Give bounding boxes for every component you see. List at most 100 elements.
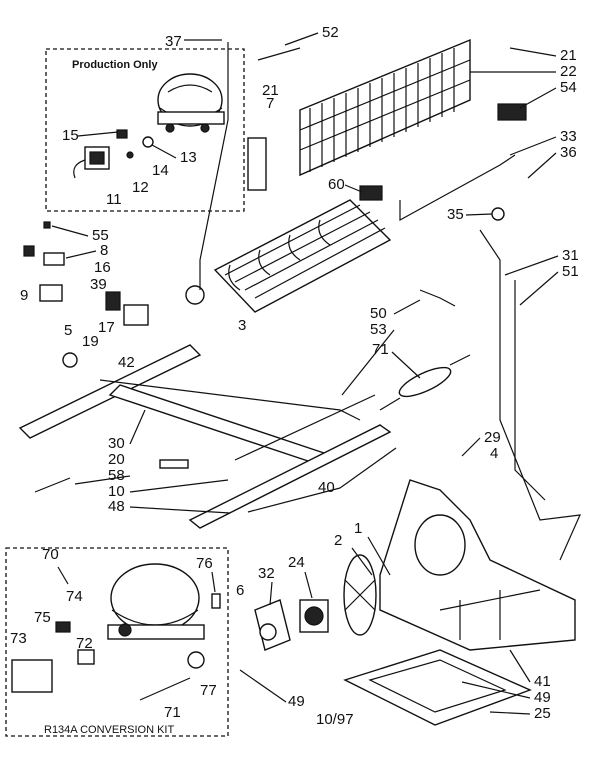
callout-41: 41 xyxy=(534,673,551,690)
callout-31: 31 xyxy=(562,247,579,264)
callout-42: 42 xyxy=(118,354,135,371)
callout-39: 39 xyxy=(90,276,107,293)
callout-8: 8 xyxy=(100,242,108,259)
callout-60: 60 xyxy=(328,176,345,193)
machine-bracket xyxy=(379,479,576,651)
callout-14: 14 xyxy=(152,162,169,179)
part-9 xyxy=(23,245,35,257)
callout-29: 29 xyxy=(484,429,501,446)
callout-48: 48 xyxy=(108,498,125,515)
leader-lines xyxy=(51,32,559,715)
callout-58: 58 xyxy=(108,467,125,484)
callout-36: 36 xyxy=(560,144,577,161)
compressor-production xyxy=(157,73,225,133)
part-20-clip xyxy=(159,459,189,469)
callout-21a: 21 xyxy=(560,47,577,64)
callout-73: 73 xyxy=(10,630,27,647)
callout-76: 76 xyxy=(196,555,213,572)
callout-40: 40 xyxy=(318,479,335,496)
grommet-production xyxy=(142,136,154,148)
tube-58 xyxy=(34,477,71,493)
callout-15: 15 xyxy=(62,127,79,144)
evaporator xyxy=(213,199,392,313)
callout-54: 54 xyxy=(560,79,577,96)
callout-33: 33 xyxy=(560,128,577,145)
callout-49b: 49 xyxy=(534,689,551,706)
callout-71a: 71 xyxy=(372,341,389,358)
part-50 xyxy=(419,289,456,307)
callout-20: 20 xyxy=(108,451,125,468)
callout-11: 11 xyxy=(106,191,122,208)
callout-10: 10 xyxy=(108,483,125,500)
part-55 xyxy=(43,221,51,229)
part-19 xyxy=(105,291,121,311)
callout-2: 2 xyxy=(334,532,342,549)
callout-53: 53 xyxy=(370,321,387,338)
drain-pan xyxy=(343,649,532,726)
callout-4: 4 xyxy=(490,445,498,462)
production-only-label: Production Only xyxy=(72,59,158,71)
condenser xyxy=(299,38,471,177)
callout-71b: 71 xyxy=(164,704,181,721)
callout-74: 74 xyxy=(66,588,83,605)
callout-12: 12 xyxy=(132,179,149,196)
relay-kit-73 xyxy=(11,659,53,693)
nut-35 xyxy=(491,207,505,221)
clip-54 xyxy=(497,103,527,121)
callout-22: 22 xyxy=(560,63,577,80)
compressor-kit xyxy=(107,563,205,640)
callout-13: 13 xyxy=(180,149,197,166)
base-frame xyxy=(18,344,392,529)
part-76 xyxy=(211,593,221,609)
callout-25: 25 xyxy=(534,705,551,722)
callout-1: 1 xyxy=(354,520,362,537)
callout-37: 37 xyxy=(165,33,182,50)
callout-75: 75 xyxy=(34,609,51,626)
clip-60 xyxy=(359,185,383,201)
bracket-32 xyxy=(254,599,291,651)
drain-rod xyxy=(199,42,229,290)
callout-55: 55 xyxy=(92,227,109,244)
fan-motor xyxy=(299,599,329,633)
callout-21b: 21 xyxy=(262,82,279,99)
production-only-box xyxy=(45,48,245,212)
callout-labels: 37 52 21 22 54 21 7 15 13 14 12 11 33 36… xyxy=(10,24,579,722)
part-8 xyxy=(43,252,65,266)
callout-3: 3 xyxy=(238,317,246,334)
part-75 xyxy=(55,621,71,633)
callout-77: 77 xyxy=(200,682,217,699)
callout-24: 24 xyxy=(288,554,305,571)
callout-70: 70 xyxy=(42,546,59,563)
callout-51: 51 xyxy=(562,263,579,280)
callout-49a: 49 xyxy=(288,693,305,710)
small-clip-production xyxy=(116,129,128,139)
tube-31b xyxy=(514,280,546,501)
condenser-bracket xyxy=(247,137,267,191)
drier-71 xyxy=(379,354,471,411)
callout-52: 52 xyxy=(322,24,339,41)
part-17 xyxy=(123,304,149,326)
callout-72: 72 xyxy=(76,635,93,652)
conversion-kit-box xyxy=(5,547,229,737)
fan-blade xyxy=(343,554,377,636)
callout-30: 30 xyxy=(108,435,125,452)
part-5 xyxy=(62,352,78,368)
callout-9: 9 xyxy=(20,287,28,304)
tube-33 xyxy=(399,154,516,222)
callout-17: 17 xyxy=(98,319,115,336)
callout-7: 7 xyxy=(266,95,274,112)
callout-32: 32 xyxy=(258,565,275,582)
callout-35: 35 xyxy=(447,206,464,223)
callout-50: 50 xyxy=(370,305,387,322)
callout-5: 5 xyxy=(64,322,72,339)
part-72 xyxy=(77,649,95,665)
date-code: 10/97 xyxy=(316,711,354,728)
drain-tube-52 xyxy=(257,47,301,61)
screw-production xyxy=(126,151,134,159)
part-16 xyxy=(39,284,63,302)
callout-19: 19 xyxy=(82,333,99,350)
callout-6: 6 xyxy=(236,582,244,599)
callout-16: 16 xyxy=(94,259,111,276)
tube-31-51 xyxy=(479,229,581,561)
